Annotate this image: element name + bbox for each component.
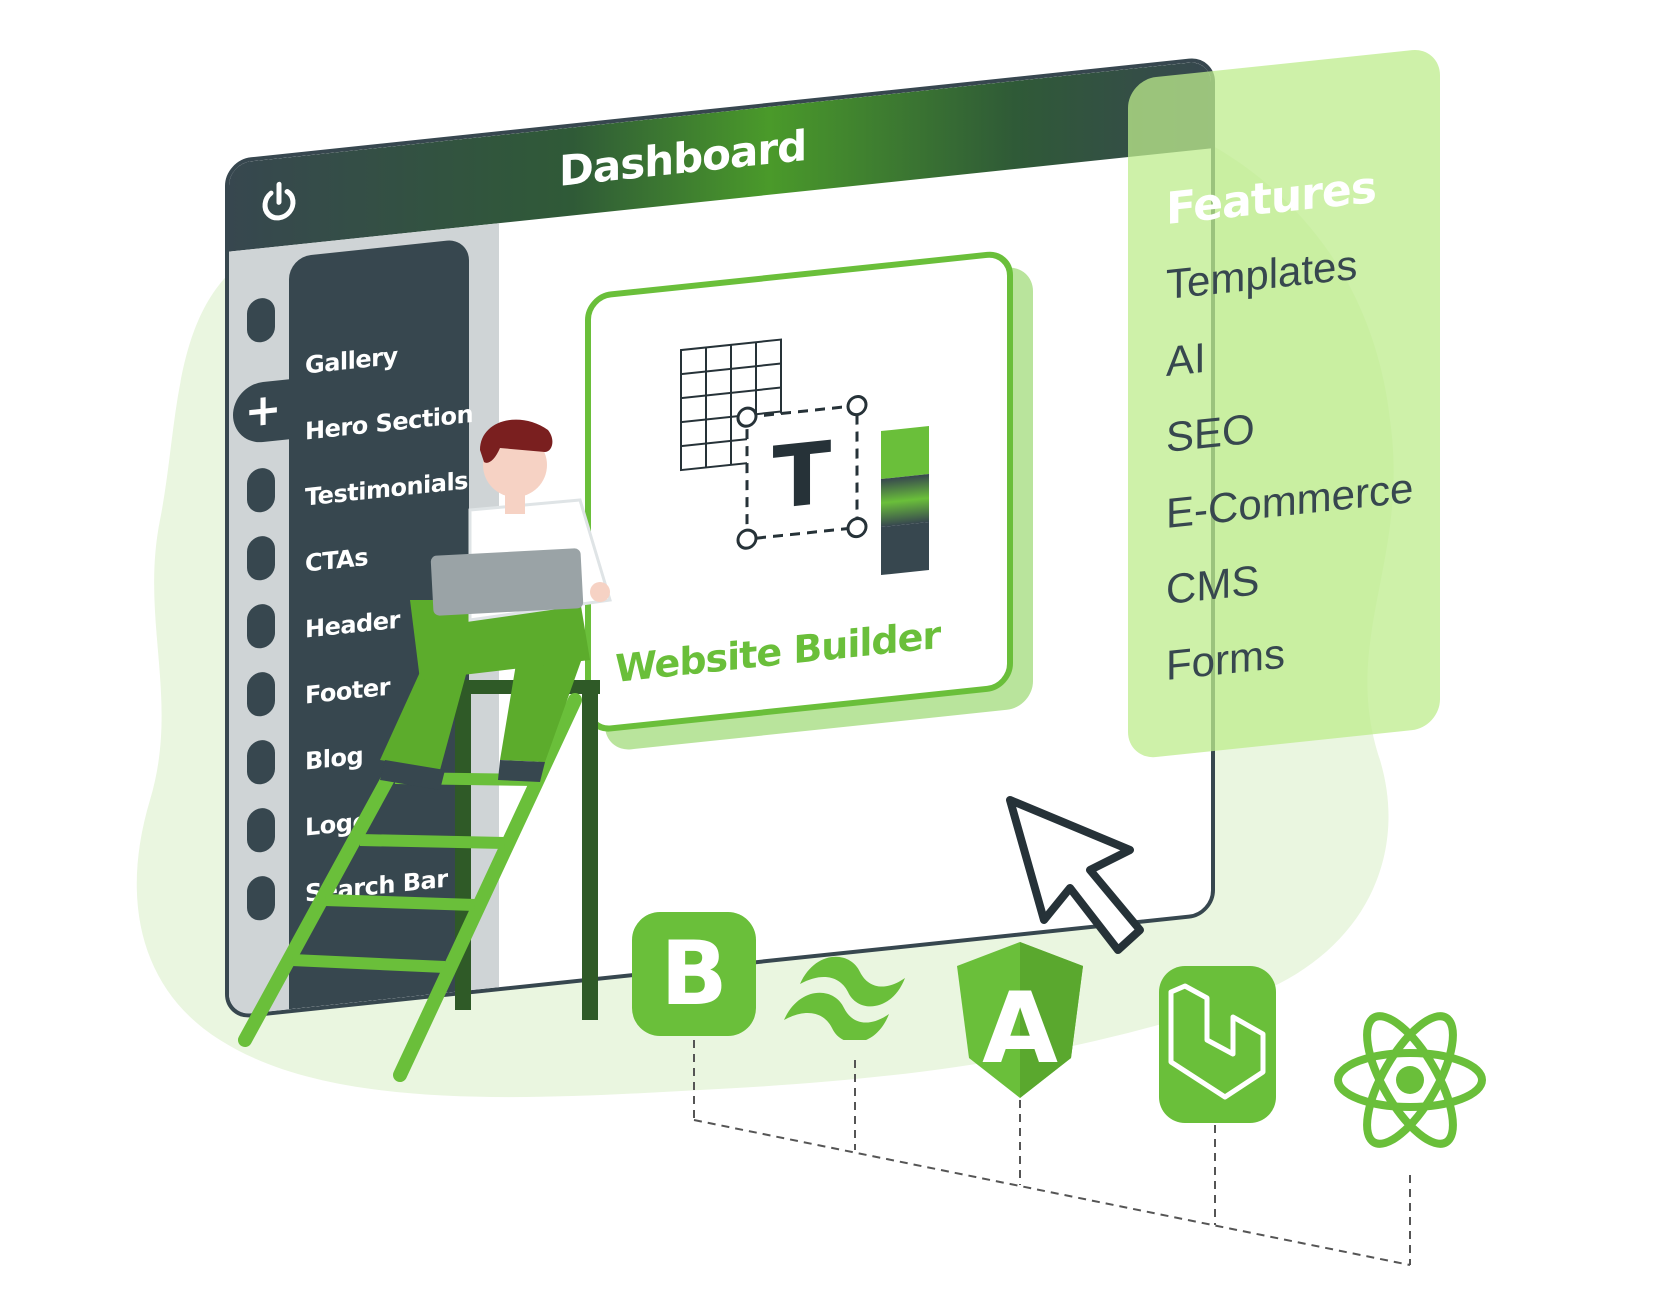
builder-graphic: T [680, 338, 929, 576]
text-tool-icon: T [736, 395, 868, 550]
react-icon [1334, 1012, 1486, 1148]
tailwind-icon [784, 956, 905, 1040]
bootstrap-icon: B [632, 912, 756, 1036]
text-tool-glyph: T [773, 423, 832, 529]
angular-icon: A [957, 942, 1083, 1098]
window-frame: Dashboard + Gallery Hero Section Testimo… [225, 55, 1215, 1021]
person-icon [380, 419, 612, 790]
angular-letter: A [982, 972, 1058, 1086]
cursor-arrow-icon [1006, 796, 1144, 954]
laravel-icon [1159, 966, 1276, 1123]
power-icon[interactable] [257, 178, 301, 227]
color-swatch-icon [881, 426, 929, 576]
dashboard-window: Dashboard + Gallery Hero Section Testimo… [225, 55, 1225, 1060]
website-builder-card[interactable]: T Website Builder [585, 249, 1013, 735]
title-bar: Dashboard [229, 60, 1211, 252]
